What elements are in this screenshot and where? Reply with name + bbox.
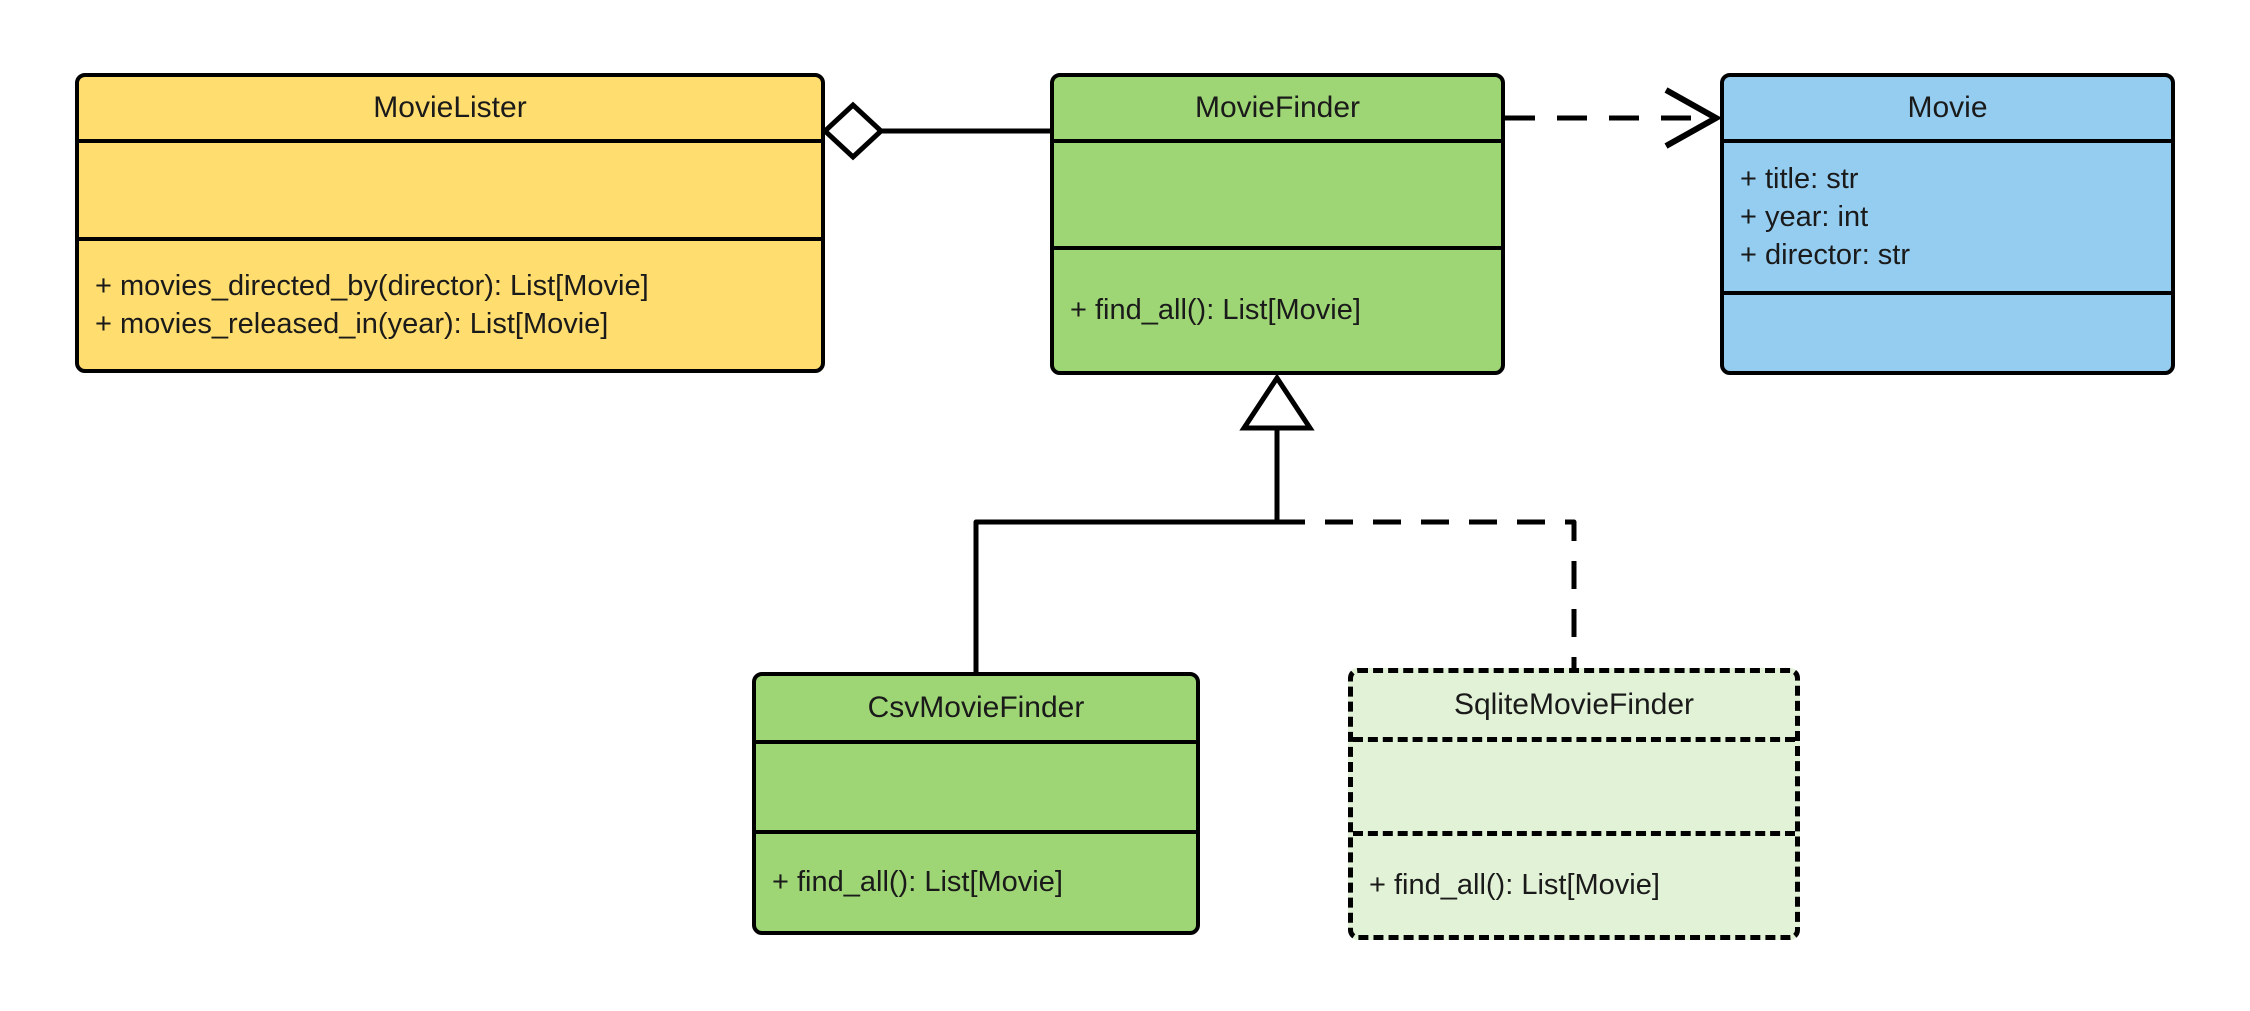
hollow-triangle-marker: [1239, 373, 1315, 431]
class-title-compartment: MovieFinder: [1054, 77, 1501, 139]
class-name-label: SqliteMovieFinder: [1453, 688, 1695, 721]
class-attributes-compartment: [79, 139, 821, 237]
class-attribute-item: + director: str: [1740, 239, 1911, 272]
class-title-compartment: MovieLister: [79, 77, 821, 139]
open-arrow-marker: [1664, 87, 1723, 149]
class-name-label: CsvMovieFinder: [867, 691, 1085, 724]
uml-class-movie-finder[interactable]: MovieFinder + find_all(): List[Movie]: [1050, 73, 1505, 375]
class-method-item: + movies_directed_by(director): List[Mov…: [95, 269, 649, 302]
class-attributes-compartment: [756, 740, 1196, 830]
inheritance-csv-finder-edge: [973, 519, 1277, 672]
class-name-label: MovieFinder: [1194, 91, 1361, 124]
uml-class-sqlite-movie-finder[interactable]: SqliteMovieFinder + find_all(): List[Mov…: [1348, 668, 1800, 940]
class-methods-compartment: [1724, 291, 2171, 371]
hollow-diamond-marker: [821, 101, 885, 161]
class-attributes-compartment: + title: str + year: int + director: str: [1724, 139, 2171, 291]
class-title-compartment: Movie: [1724, 77, 2171, 139]
uml-class-movie[interactable]: Movie + title: str + year: int + directo…: [1720, 73, 2175, 375]
class-method-item: + find_all(): List[Movie]: [772, 866, 1063, 899]
class-attribute-item: + title: str: [1740, 162, 1859, 195]
inheritance-trunk-edge: [1239, 373, 1315, 522]
inheritance-sqlite-finder-edge: [1277, 519, 1577, 668]
class-method-item: + find_all(): List[Movie]: [1070, 294, 1361, 327]
class-name-label: MovieLister: [373, 91, 527, 124]
aggregation-lister-finder-edge: [821, 101, 1050, 161]
class-name-label: Movie: [1907, 91, 1988, 124]
class-methods-compartment: + find_all(): List[Movie]: [756, 830, 1196, 931]
class-attribute-item: + year: int: [1740, 200, 1869, 233]
class-method-item: + movies_released_in(year): List[Movie]: [95, 308, 609, 340]
class-attributes-compartment: [1054, 139, 1501, 246]
dependency-finder-movie-edge: [1505, 87, 1723, 149]
class-attributes-compartment: [1353, 737, 1795, 831]
uml-class-csv-movie-finder[interactable]: CsvMovieFinder + find_all(): List[Movie]: [752, 672, 1200, 935]
class-methods-compartment: + movies_directed_by(director): List[Mov…: [79, 237, 821, 369]
uml-class-movie-lister[interactable]: MovieLister + movies_directed_by(directo…: [75, 73, 825, 373]
class-method-item: + find_all(): List[Movie]: [1369, 869, 1660, 902]
class-title-compartment: CsvMovieFinder: [756, 676, 1196, 740]
class-methods-compartment: + find_all(): List[Movie]: [1054, 246, 1501, 371]
class-title-compartment: SqliteMovieFinder: [1353, 673, 1795, 737]
class-methods-compartment: + find_all(): List[Movie]: [1353, 831, 1795, 935]
